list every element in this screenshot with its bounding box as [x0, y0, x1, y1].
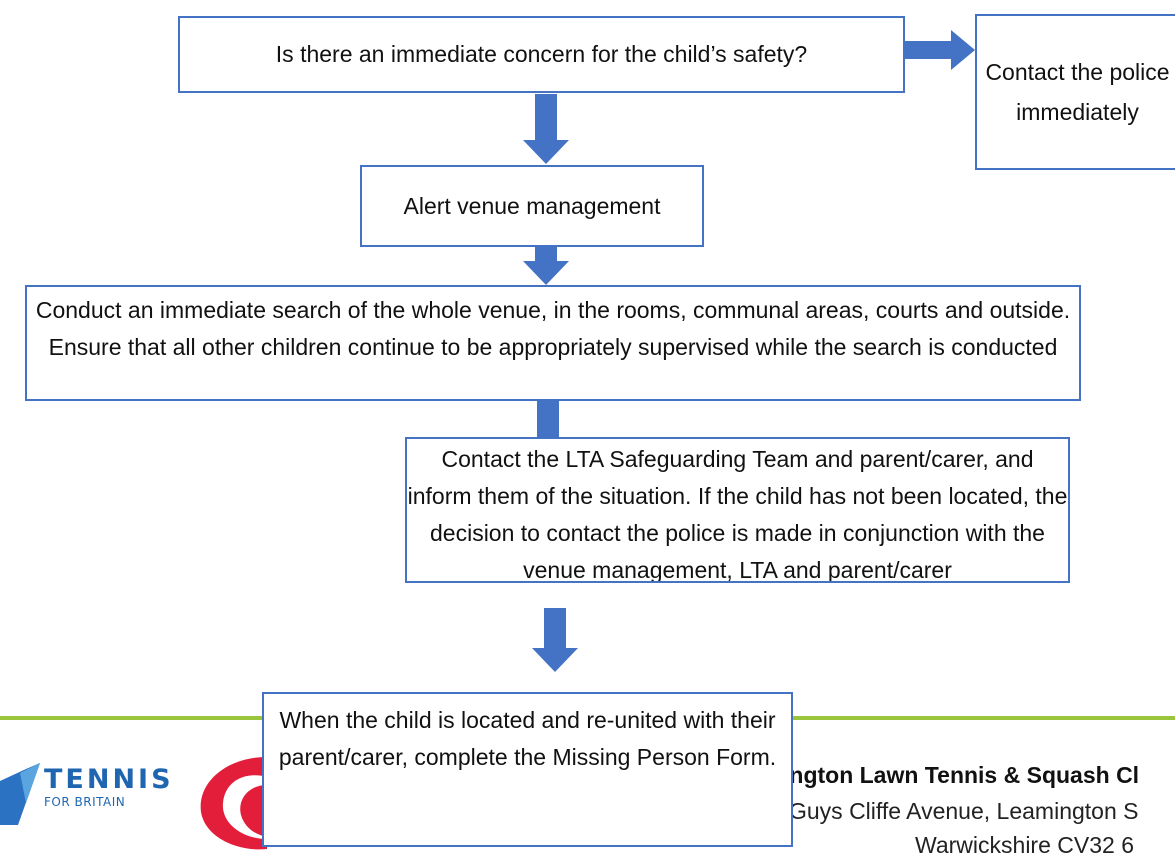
- down-arrow-2-icon: [523, 219, 569, 285]
- contact-police-box: Contact the police immediately: [975, 14, 1175, 170]
- tennis-for-britain-logo-icon: [0, 763, 40, 825]
- right-arrow-icon: [905, 30, 975, 70]
- search-venue-text: Conduct an immediate search of the whole…: [35, 297, 1071, 360]
- contact-police-text: Contact the police immediately: [985, 59, 1170, 125]
- question-box: Is there an immediate concern for the ch…: [178, 16, 905, 93]
- alert-management-box: Alert venue management: [360, 165, 704, 247]
- child-located-text: When the child is located and re-united …: [278, 707, 777, 770]
- tennis-logo-subtitle: FOR BRITAIN: [44, 795, 126, 809]
- search-venue-box: Conduct an immediate search of the whole…: [25, 285, 1081, 401]
- tennis-logo-word: TENNIS: [44, 764, 174, 795]
- contact-lta-box: Contact the LTA Safeguarding Team and pa…: [405, 437, 1070, 583]
- child-located-box: When the child is located and re-united …: [262, 692, 793, 847]
- contact-lta-text: Contact the LTA Safeguarding Team and pa…: [407, 446, 1068, 583]
- down-arrow-1-icon: [523, 94, 569, 164]
- alert-management-text: Alert venue management: [403, 192, 661, 219]
- club-address-line2: Warwickshire CV32 6: [915, 832, 1134, 858]
- red-swirl-logo-icon: [200, 757, 267, 850]
- down-arrow-4-icon: [532, 608, 578, 672]
- question-text: Is there an immediate concern for the ch…: [275, 41, 808, 67]
- club-name: ington Lawn Tennis & Squash Cl: [783, 762, 1140, 788]
- club-address-line1: Guys Cliffe Avenue, Leamington S: [789, 798, 1139, 824]
